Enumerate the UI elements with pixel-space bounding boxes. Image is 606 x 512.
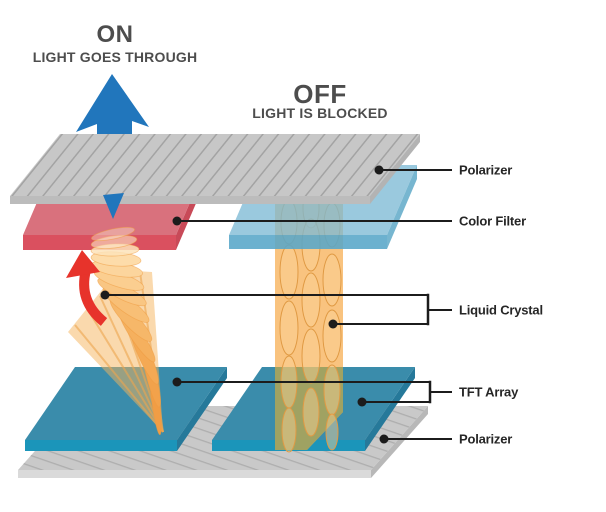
layer-labels: Polarizer Color Filter Liquid Crystal TF… <box>459 163 543 447</box>
polarizer-bottom-front-face <box>18 470 371 478</box>
label-polarizer-top: Polarizer <box>459 163 512 178</box>
dot-liquid-crystal-off <box>328 319 338 329</box>
label-tft-array: TFT Array <box>459 385 519 400</box>
leader-dots <box>100 165 389 444</box>
dot-color-filter <box>172 216 182 226</box>
liquid-crystal-off-column <box>275 187 343 453</box>
leader-liquid-crystal-bracket <box>105 293 452 326</box>
color-filter-off-front-face <box>229 235 387 249</box>
tft-on-front-face <box>25 440 177 451</box>
label-polarizer-bottom: Polarizer <box>459 432 512 447</box>
polarizer-top-front-face <box>10 196 370 204</box>
state-headings: ON LIGHT GOES THROUGH OFF LIGHT IS BLOCK… <box>33 21 388 121</box>
twist-arrow-body <box>79 268 108 326</box>
subheading-off: LIGHT IS BLOCKED <box>252 105 387 121</box>
polarizer-bottom-side-face <box>371 406 428 478</box>
polarizer-top-hatch <box>10 134 420 196</box>
subheading-on: LIGHT GOES THROUGH <box>33 49 198 65</box>
dot-tft-on <box>172 377 182 387</box>
dot-tft-off <box>357 397 367 407</box>
tft-on-side-face <box>177 367 227 451</box>
light-arrow-tail-tip <box>103 193 124 219</box>
leader-lines <box>105 169 452 440</box>
twist-arrow-head <box>66 250 100 278</box>
color-filter-off-side-face <box>387 165 417 249</box>
heading-on: ON <box>97 21 134 48</box>
dot-polarizer-bottom <box>379 434 389 444</box>
lc-molecules-twisted <box>90 226 162 436</box>
tft-off-side-face <box>365 367 415 451</box>
heading-off: OFF <box>293 79 347 109</box>
polarizer-top-slab <box>10 134 420 204</box>
leader-tft-array-bracket <box>177 380 452 404</box>
label-liquid-crystal: Liquid Crystal <box>459 303 543 318</box>
twist-arrow <box>66 250 108 326</box>
dot-polarizer-top <box>374 165 384 175</box>
dot-liquid-crystal-on <box>100 290 110 300</box>
label-color-filter: Color Filter <box>459 214 526 229</box>
